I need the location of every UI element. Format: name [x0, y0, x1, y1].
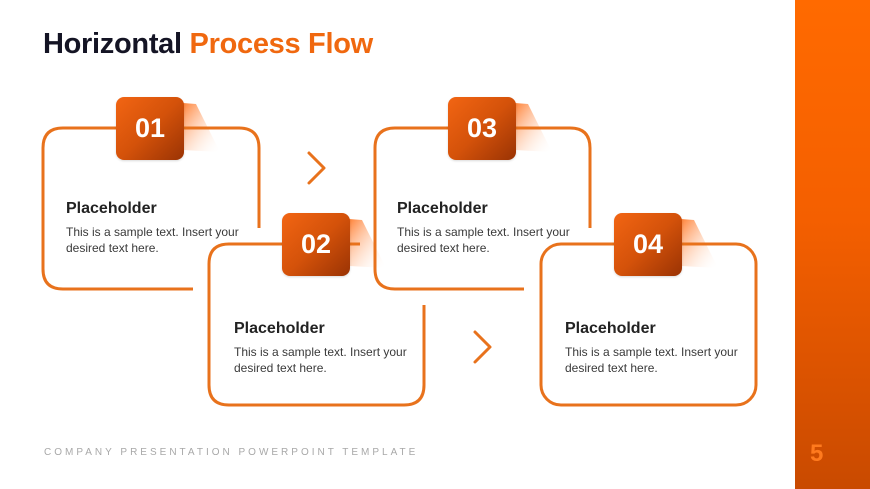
- step-badge-04: 04: [614, 213, 682, 276]
- badge-fold-02: [349, 219, 386, 268]
- footer-text: COMPANY PRESENTATION POWERPOINT TEMPLATE: [44, 447, 419, 458]
- step-card-03: Placeholder This is a sample text. Inser…: [397, 200, 577, 256]
- page-title: Horizontal Process Flow: [43, 28, 373, 61]
- step-badge-01: 01: [116, 97, 184, 160]
- step-badge-02: 02: [282, 213, 350, 276]
- step-body: This is a sample text. Insert your desir…: [565, 345, 738, 375]
- step-card-04: Placeholder This is a sample text. Inser…: [565, 320, 745, 376]
- chevron-right-icon: [473, 330, 492, 364]
- step-body: This is a sample text. Insert your desir…: [397, 225, 570, 255]
- step-card-02: Placeholder This is a sample text. Inser…: [234, 320, 414, 376]
- step-body: This is a sample text. Insert your desir…: [66, 225, 239, 255]
- title-part-accent: Process Flow: [189, 28, 374, 60]
- card-frame-02: [207, 242, 426, 407]
- step-heading: Placeholder: [565, 320, 656, 337]
- accent-sidebar: [795, 0, 870, 489]
- step-body: This is a sample text. Insert your desir…: [234, 345, 407, 375]
- title-part-dark: Horizontal: [43, 28, 182, 60]
- page-number: 5: [810, 440, 824, 467]
- chevron-right-icon: [307, 151, 326, 185]
- step-badge-03: 03: [448, 97, 516, 160]
- step-card-01: Placeholder This is a sample text. Inser…: [66, 200, 246, 256]
- step-heading: Placeholder: [397, 200, 488, 217]
- card-frame-03: [373, 126, 592, 291]
- step-heading: Placeholder: [66, 200, 157, 217]
- card-frame-01: [41, 126, 261, 291]
- step-heading: Placeholder: [234, 320, 325, 337]
